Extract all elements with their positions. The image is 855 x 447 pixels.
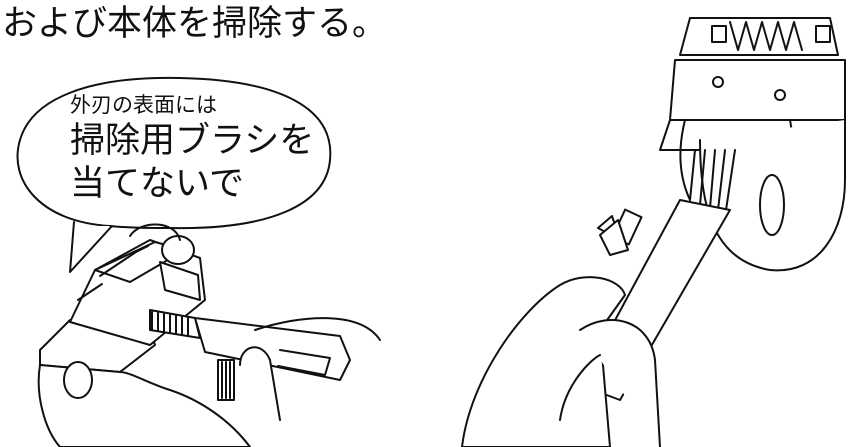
callout-line-brush-warning: 掃除用ブラシを (70, 121, 315, 161)
callout-line-small: 外刃の表面には (70, 93, 217, 117)
instruction-heading: および本体を掃除する。 (2, 4, 388, 44)
hand-right (461, 276, 661, 447)
shaver-head-left (39, 235, 206, 373)
hand-left (37, 223, 381, 447)
shaver-body-right (659, 17, 846, 272)
callout-line-do-not-touch: 当てないで (70, 164, 244, 204)
speech-bubble (16, 76, 332, 273)
cleaning-brush-left (149, 309, 351, 401)
